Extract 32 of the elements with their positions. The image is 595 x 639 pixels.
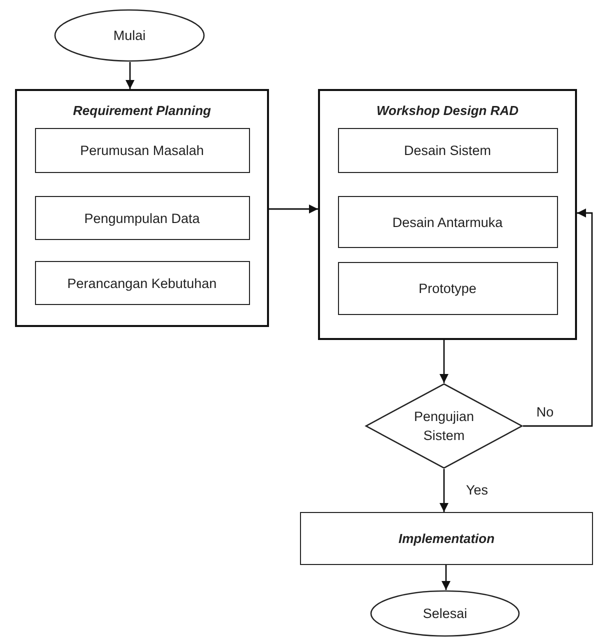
process-box [338,262,558,315]
phase-title: Implementation [398,530,495,548]
node-label: Pengujian Sistem [412,408,476,445]
phase-title: Requirement Planning [73,102,211,120]
node-label: Perancangan Kebutuhan [67,274,217,292]
process-box [338,128,558,173]
node-label: Desain Sistem [404,142,492,160]
terminator-ellipse [54,9,205,62]
edge-label: No [534,404,556,420]
process-box [34,196,250,240]
process-box [34,128,250,173]
node-label: Prototype [418,280,476,298]
node-label: Desain Antarmuka [392,214,503,232]
decision-diamond [365,383,523,469]
arrow [269,204,318,214]
node-label: Perumusan Masalah [80,142,204,160]
process-box [300,512,593,565]
node-label: Mulai [113,27,146,45]
phase-title: Workshop Design RAD [376,102,519,120]
arrow [523,208,593,427]
phase-box [318,89,577,340]
phase-box [15,89,269,327]
edge-label: Yes [464,482,490,498]
node-label: Pengumpulan Data [84,210,200,228]
node-label: Selesai [422,605,468,623]
arrow [440,340,448,383]
terminator-ellipse [370,590,520,637]
arrow [442,565,450,590]
process-box [338,196,558,248]
arrow [440,469,448,512]
arrow [126,62,134,89]
process-box [34,261,250,305]
